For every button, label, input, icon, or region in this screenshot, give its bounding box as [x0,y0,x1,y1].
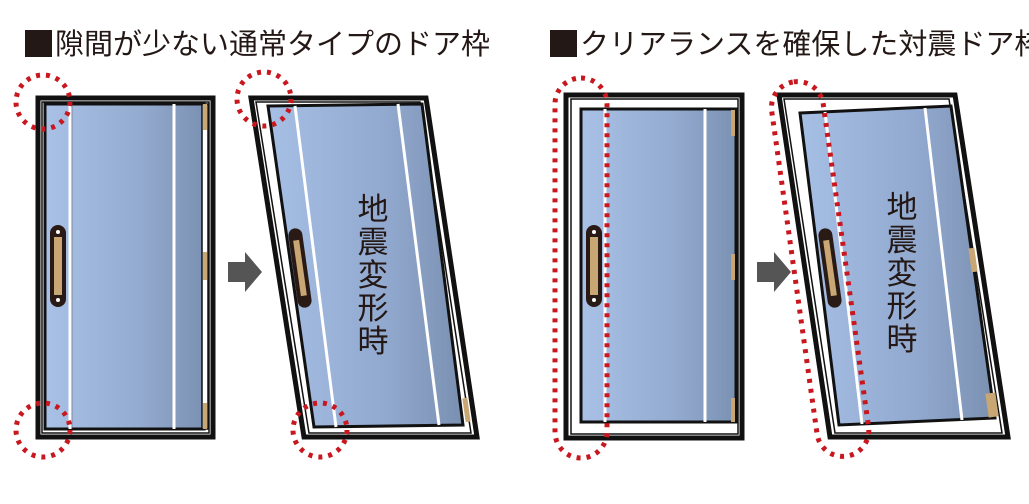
deform-label-char: 形 [887,289,918,325]
seismic-door-normal [552,75,745,461]
title-text: 隙間が少ない通常タイプのドア枠 [55,27,491,61]
arrow-right-icon [757,252,791,292]
highlight-oval [768,79,872,459]
door-handle-icon [288,228,312,308]
highlight-circle-top [234,69,294,129]
deform-label-char: 形 [358,291,389,327]
deform-label-char: 地 [358,192,389,228]
deform-label-char: 震 [358,225,389,261]
deform-label-char: 時 [358,324,389,360]
door-handle-icon [818,228,842,308]
deform-label-char: 震 [887,223,918,259]
seismic-door-deformed: 地 震 変 形 時 [768,79,1011,459]
standard-door-deformed: 地 震 変 形 時 [234,69,480,460]
square-bullet-icon [25,30,52,57]
highlight-circle-bottom [13,400,73,460]
title-text: クリアランスを確保した対震ドア枠 [580,27,1029,61]
panel-title-standard-frame: 隙間が少ない通常タイプのドア枠 [25,26,490,62]
panel-title-seismic-frame: クリアランスを確保した対震ドア枠 [550,26,1029,62]
arrow-right-icon [228,252,262,292]
standard-door-normal [13,72,216,460]
deform-label-char: 時 [887,322,918,358]
highlight-circle-top [13,72,73,132]
deform-label-char: 地 [887,190,918,226]
deform-label-char: 変 [358,258,389,294]
door-handle-icon [50,225,66,307]
highlight-circle-bottom [290,400,350,460]
square-bullet-icon [550,30,577,57]
door-handle-icon [586,225,602,307]
deform-label-char: 変 [887,256,918,292]
highlight-oval [552,75,610,461]
